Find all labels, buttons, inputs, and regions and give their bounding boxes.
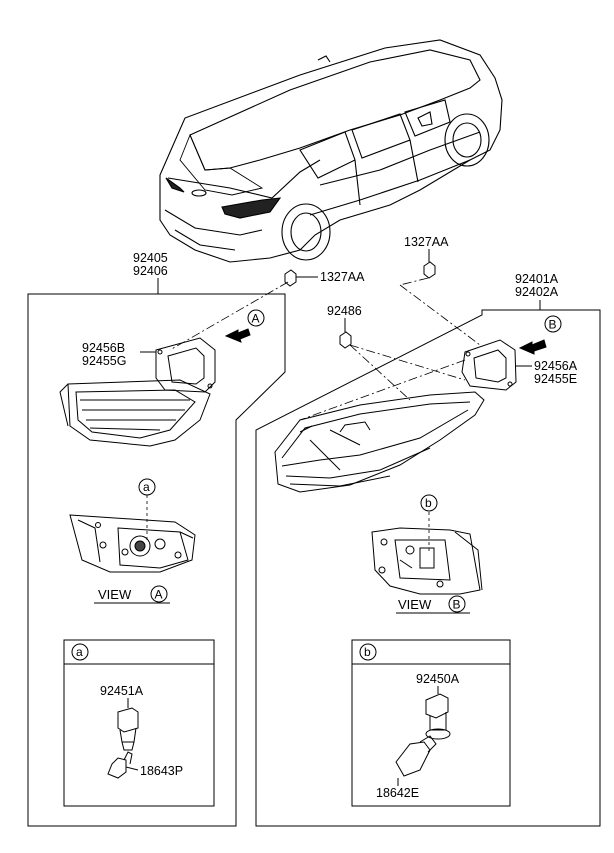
label-part-92405: 92405 <box>133 251 168 265</box>
label-screw-left: 1327AA <box>320 270 365 284</box>
view-b-letter: B <box>453 598 461 612</box>
screw-left <box>284 269 318 287</box>
label-gasket-92456b: 92456B <box>82 341 125 355</box>
arrow-a-icon <box>224 328 251 343</box>
left-group-frame <box>27 293 286 827</box>
labels: 92405 92406 1327AA 1327AA 92456B 92455G … <box>71 235 578 800</box>
label-nut-92486: 92486 <box>327 304 362 318</box>
label-socket-92450a: 92450A <box>416 672 460 686</box>
arrow-b-icon <box>518 339 547 355</box>
marker-a-lower-circle <box>138 478 156 496</box>
inset-a-letter: a <box>76 645 83 659</box>
label-part-92406: 92406 <box>133 264 168 278</box>
inner-lamp-left <box>59 379 211 447</box>
marker-b-lower-circle <box>420 494 438 512</box>
view-a-letter: A <box>155 588 163 602</box>
nut-92486 <box>339 318 352 349</box>
marker-b-letter: B <box>549 318 557 332</box>
view-a-label: VIEW <box>98 587 132 602</box>
label-bulb-18643p: 18643P <box>140 764 183 778</box>
view-a-circle <box>150 585 168 603</box>
label-gasket-92455e: 92455E <box>534 372 577 386</box>
label-screw-right: 1327AA <box>404 235 449 249</box>
inset-b-letter: b <box>364 645 371 659</box>
left-bulb-inset <box>63 639 215 807</box>
label-part-92402a: 92402A <box>515 285 559 299</box>
label-gasket-92456a: 92456A <box>534 359 578 373</box>
marker-a-lower-letter: a <box>143 480 150 494</box>
gasket-right <box>461 339 517 391</box>
outer-lamp-right <box>274 391 485 493</box>
bulb-18643p <box>107 751 139 779</box>
view-b-label: VIEW <box>398 597 432 612</box>
socket-92451a <box>117 698 139 751</box>
marker-b-circle <box>544 315 562 333</box>
marker-a-letter: A <box>252 312 260 326</box>
marker-a-circle <box>247 309 265 327</box>
vehicle-illustration <box>159 39 503 263</box>
label-socket-92451a: 92451A <box>100 684 144 698</box>
view-b-circle <box>448 595 466 613</box>
label-part-92401a: 92401A <box>515 272 559 286</box>
screw-right <box>423 249 436 279</box>
lamp-rear-view-b <box>371 527 483 595</box>
marker-b-lower-letter: b <box>425 496 432 510</box>
socket-92450a <box>425 686 451 740</box>
right-group-frame <box>255 309 601 827</box>
lamp-rear-view-a <box>69 514 196 573</box>
inset-a-circle <box>71 643 89 661</box>
label-gasket-92455g: 92455G <box>82 354 126 368</box>
label-bulb-18642e: 18642E <box>376 786 419 800</box>
assembly-guide-lines <box>169 277 481 421</box>
bulb-18642e <box>395 735 437 786</box>
right-bulb-inset <box>351 639 511 807</box>
inset-b-circle <box>359 643 377 661</box>
gasket-left <box>155 337 216 393</box>
